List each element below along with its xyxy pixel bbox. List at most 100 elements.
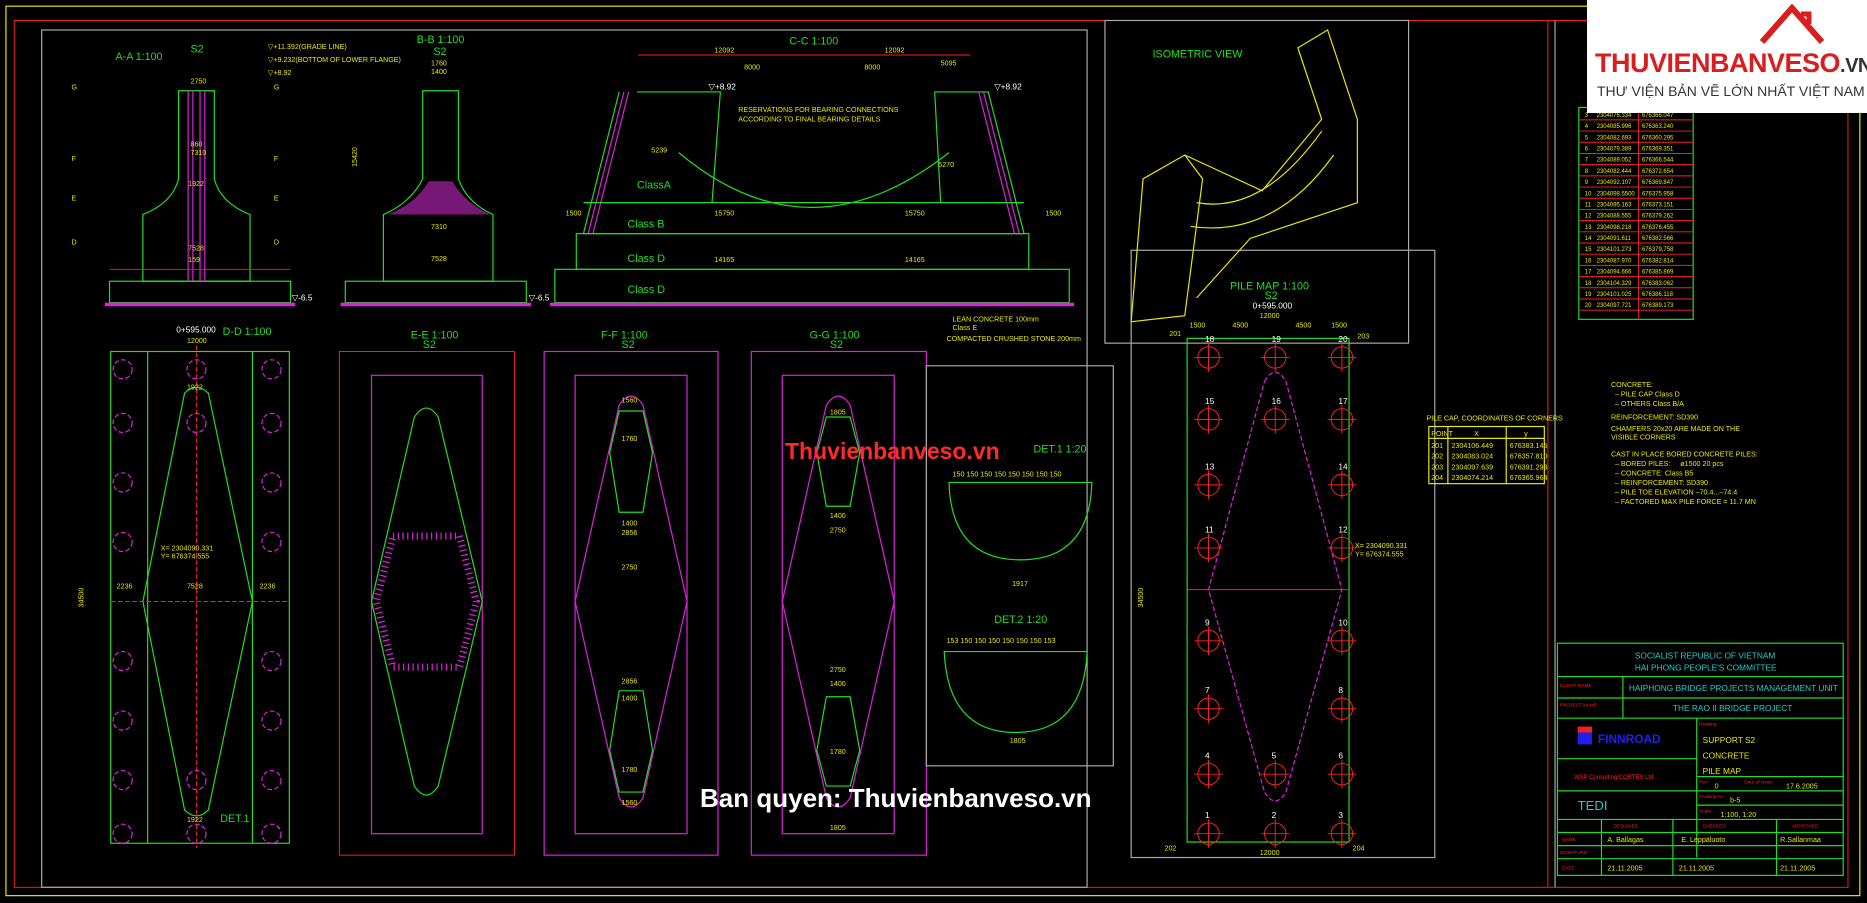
- rebar-outline: [574, 374, 688, 835]
- section-ee[interactable]: E-E 1:100 S2: [338, 329, 515, 856]
- dimension-label: 1922: [187, 816, 203, 824]
- elev-top: ▽+8.92: [268, 69, 292, 77]
- pile-3[interactable]: 3: [1327, 810, 1357, 848]
- view-title: G-G 1:100: [810, 329, 860, 341]
- pile-x-cell: 2304088.555: [1597, 214, 1632, 220]
- pile-11[interactable]: 11: [1194, 524, 1223, 563]
- dimension-label: 7310: [191, 149, 207, 157]
- project-name: THE RAO II BRIDGE PROJECT: [1673, 703, 1792, 713]
- corner-cell: 676365.964: [1510, 474, 1548, 482]
- view-title: C-C 1:100: [789, 35, 838, 47]
- dimension-label: 7528: [188, 244, 204, 252]
- pile-13[interactable]: 13: [1194, 461, 1223, 500]
- pile-4[interactable]: 4: [1194, 751, 1223, 789]
- void-bottom: [609, 690, 654, 793]
- pile-no-cell: 14: [1585, 236, 1592, 242]
- pile-circle: [261, 531, 282, 553]
- section-bb[interactable]: B-B 1:100 S2 1760 1400 7310 7528 15420 ▽…: [340, 34, 550, 307]
- pile-2[interactable]: 2: [1260, 810, 1290, 848]
- pile-x-cell: 2304098.218: [1597, 225, 1632, 231]
- pile-y-cell: 676379.262: [1642, 214, 1673, 220]
- pile-14[interactable]: 14: [1327, 461, 1357, 500]
- dimension-label: 34500: [77, 588, 85, 608]
- pile-y-cell: 676379.758: [1642, 247, 1674, 253]
- section-aa[interactable]: A-A 1:100 S2 ▽+11.392(GRADE LINE) ▽+9.23…: [71, 43, 401, 307]
- pile-12[interactable]: 12: [1327, 524, 1357, 563]
- pile-17[interactable]: 17: [1327, 396, 1357, 434]
- isometric-frame: [1104, 19, 1410, 344]
- pile-y-cell: 676366.047: [1642, 113, 1673, 119]
- pile-no-cell: 11: [1585, 202, 1592, 208]
- corner-coordinates-table: PILE CAP, COORDINATES OF CORNERS POINT X…: [1426, 415, 1563, 485]
- section-gg[interactable]: G-G 1:100 S2 1805 1400 2750 2750 1400 17…: [750, 329, 927, 856]
- section-ff[interactable]: F-F 1:100 S2 1560 1760 2856 1400 2750 28…: [543, 329, 719, 856]
- sections-frame: [41, 29, 1088, 888]
- pile-20[interactable]: 20: [1327, 334, 1357, 372]
- view-title: PILE MAP 1:100: [1230, 281, 1309, 293]
- pile-x-cell: 2304097.721: [1597, 303, 1632, 309]
- pile-x-cell: 2304094.666: [1597, 270, 1632, 276]
- pile-7[interactable]: 7: [1194, 685, 1223, 723]
- pile-15[interactable]: 15: [1194, 396, 1223, 434]
- pile-circle: [112, 770, 133, 791]
- pile-10[interactable]: 10: [1327, 617, 1357, 656]
- site-logo[interactable]: THUVIENBANVESO.VN THƯ VIỆN BẢN VẼ LỚN NH…: [1587, 0, 1867, 113]
- section-outline: [750, 350, 927, 856]
- company-name: FINNROAD: [1598, 732, 1661, 746]
- pile-map[interactable]: PILE MAP 1:100 S2 0+595.000 12000 1500 4…: [1137, 281, 1407, 858]
- scale: 1:100, 1:20: [1721, 811, 1757, 819]
- concrete-class-label: Class B: [627, 219, 664, 231]
- issue-date: 17.6.2005: [1786, 782, 1818, 790]
- detail-ref: DET.1: [220, 813, 249, 825]
- corner-cell: 2304083.024: [1451, 453, 1493, 461]
- ground-line: [550, 302, 1075, 307]
- field-label: Drawing: [1699, 721, 1717, 727]
- isometric-view[interactable]: ISOMETRIC VIEW: [1130, 29, 1358, 323]
- dimension-label: 1560: [622, 397, 638, 405]
- pile-9[interactable]: 9: [1194, 617, 1223, 656]
- view-title: A-A 1:100: [115, 51, 162, 63]
- pile-8[interactable]: 8: [1327, 685, 1357, 723]
- sign-date: 21.11.2005: [1780, 865, 1815, 873]
- pile-19[interactable]: 19: [1260, 334, 1290, 372]
- client-name: HAIPHONG BRIDGE PROJECTS MANAGEMENT UNIT: [1629, 683, 1838, 693]
- pile-y-cell: 676382.566: [1642, 236, 1674, 242]
- house-icon: [1759, 4, 1825, 44]
- level-label: ▽+8.92: [994, 82, 1022, 92]
- pile-16[interactable]: 16: [1260, 396, 1290, 434]
- field-label: Drawing no: [1699, 794, 1723, 800]
- svg-text:F: F: [274, 155, 279, 163]
- section-cc[interactable]: C-C 1:100 12092 12092 8000 8000 5095 ▽+8…: [550, 35, 1081, 343]
- pile-number: 20: [1338, 334, 1348, 344]
- pile-1[interactable]: 1: [1194, 810, 1223, 848]
- pile-x-cell: 2304089.052: [1597, 158, 1632, 164]
- svg-text:E: E: [71, 194, 76, 202]
- pile-x-cell: 2304082.444: [1597, 169, 1632, 175]
- detail-frame: [925, 365, 1114, 767]
- pile-number: 7: [1205, 685, 1210, 695]
- layer-note: Class E: [953, 324, 978, 332]
- consultant-name: WSP Consulting/CORTES Ltd: [1574, 775, 1653, 781]
- title-block: SOCIALIST REPUBLIC OF VIETNAM HAI PHONG …: [1556, 642, 1844, 876]
- pile-18[interactable]: 18: [1194, 334, 1223, 372]
- pile-number: 5: [1272, 751, 1277, 761]
- corner-cell: 2304097.639: [1451, 463, 1493, 471]
- pile-no-cell: 16: [1585, 258, 1592, 264]
- dimension-label: 12000: [1260, 849, 1280, 857]
- pile-6[interactable]: 6: [1327, 751, 1357, 789]
- void-bottom: [816, 696, 861, 787]
- drawing-title: SUPPORT S2: [1703, 735, 1756, 745]
- pile-x-cell: 2304095.163: [1597, 202, 1632, 208]
- dimension-label: 5095: [941, 60, 957, 68]
- dimension-label: 2856: [622, 678, 638, 686]
- pile-5[interactable]: 5: [1260, 751, 1290, 789]
- section-dd[interactable]: D-D 1:100 0+595.000 12000 1922 7528 2236…: [77, 324, 290, 848]
- detail-views[interactable]: DET.1 1:20 150 150 150 150 150 150 150 1…: [925, 365, 1114, 767]
- bearing-note: ACCORDING TO FINAL BEARING DETAILS: [738, 116, 881, 124]
- field-label: Date of issue: [1744, 780, 1772, 786]
- pile-circle: [112, 650, 133, 672]
- dimension-label: 12092: [885, 47, 905, 55]
